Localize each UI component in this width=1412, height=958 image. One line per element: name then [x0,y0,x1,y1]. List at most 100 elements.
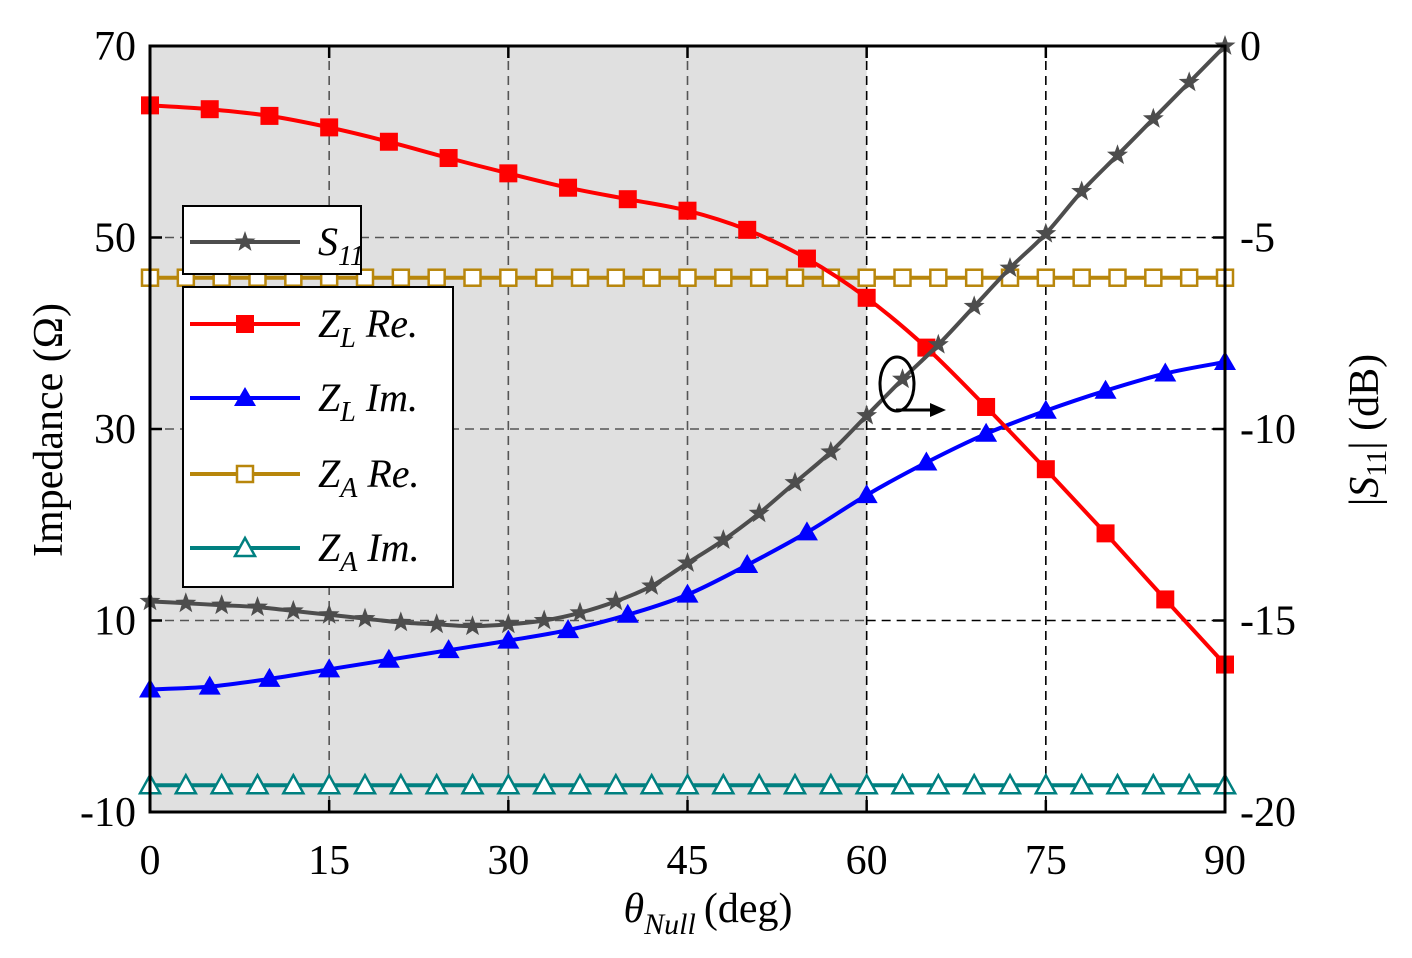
data-point-marker [318,658,341,678]
data-point-marker [963,295,985,316]
data-point-marker [747,772,772,795]
legend-entry: ZL Im. [190,375,418,428]
data-point-marker [605,590,627,611]
data-point-marker [795,521,818,541]
y2-tick-label: -15 [1240,599,1296,645]
axis-indicator-annotation [878,355,946,417]
data-point-marker [1108,268,1127,287]
data-point-marker [1154,362,1177,382]
y2-label-suffix: | (dB) [1342,354,1388,450]
data-point-marker [678,268,697,287]
y-tick-label: 50 [94,216,136,262]
data-point-marker [1072,268,1091,287]
data-point-marker [1178,71,1200,92]
legend-label-subscript: A [338,547,358,578]
data-point-marker [857,288,876,307]
y2-tick-label: -5 [1240,216,1275,262]
x-label-unit: (deg) [704,886,793,932]
data-point-marker [557,619,580,639]
legend-label-main: Z [318,375,341,420]
legend-label-suffix: Re. [356,301,418,346]
data-point-marker [603,772,628,795]
data-point-marker [1035,222,1057,243]
y-tick-label: 30 [94,407,136,453]
data-point-marker [379,132,398,151]
data-point-marker [856,404,878,425]
legend-entry: ZA Im. [190,525,420,578]
data-point-marker [639,772,664,795]
data-point-marker [245,772,270,795]
x-label-subscript: Null [643,908,696,941]
data-point-marker [258,667,281,687]
legend-swatch-marker [236,315,254,333]
x-label-symbol: θ [624,886,645,932]
x-axis-label: θNull(deg) [624,886,793,941]
data-point-marker [857,268,876,287]
data-point-marker [1036,460,1055,479]
data-point-marker [281,772,306,795]
legend-label-main: Z [318,525,341,570]
legend-label: ZA Im. [318,525,420,578]
data-point-marker [390,611,412,632]
data-point-marker [915,451,938,471]
data-point-marker [1107,144,1128,165]
x-tick-label: 0 [140,838,161,884]
data-point-marker [676,583,699,603]
legend-label-main: S [318,219,338,264]
data-point-marker [997,772,1023,795]
x-tick-label: 75 [1025,838,1067,884]
data-point-marker [317,772,342,795]
data-point-marker [618,190,637,209]
data-point-marker [388,772,413,795]
data-point-marker [211,594,233,615]
legend-label-suffix: Im. [356,375,418,420]
legend-entry: ZL Re. [190,301,418,354]
data-point-marker [782,772,808,795]
data-point-marker [175,592,197,613]
data-point-marker [570,268,590,287]
series-zl-re [141,96,1234,674]
tick-marks [148,44,1227,814]
data-point-marker [352,772,378,795]
legend-label-main: Z [318,451,341,496]
data-point-marker [1034,399,1057,419]
data-point-marker [1142,107,1164,128]
data-point-marker [785,268,805,287]
data-point-marker [1094,379,1117,399]
data-point-marker [559,178,578,197]
data-point-marker [926,772,951,795]
data-point-marker [320,118,339,137]
legend-box-impedance [182,286,454,588]
legend-label-subscript: L [339,397,356,428]
legend-label-subscript: 11 [338,241,364,272]
legend-label: S11 [318,219,364,272]
data-point-marker [567,772,593,795]
data-point-marker [784,471,806,492]
data-point-marker [1141,772,1166,795]
data-point-marker [749,268,769,287]
data-point-marker [606,268,626,287]
data-point-marker [616,603,639,623]
data-point-marker [712,529,734,549]
data-point-marker [377,648,400,668]
data-point-marker [641,575,663,595]
data-point-marker [1036,268,1056,287]
data-point-marker [173,772,198,795]
legend-swatch-marker [234,387,256,406]
data-point-marker [424,772,449,795]
data-point-marker [820,441,842,461]
legend-label: ZL Re. [318,301,418,354]
data-point-marker [499,268,518,287]
data-point-marker [678,201,697,220]
data-point-marker [260,106,279,125]
data-point-marker [391,268,411,287]
legend-entry: ZA Re. [190,451,420,504]
legend-swatch-marker [235,464,255,484]
y-tick-label: 70 [94,24,136,70]
data-point-marker [497,613,519,634]
data-point-marker [797,249,816,268]
data-point-marker [1144,268,1163,287]
data-point-marker [1105,772,1130,795]
